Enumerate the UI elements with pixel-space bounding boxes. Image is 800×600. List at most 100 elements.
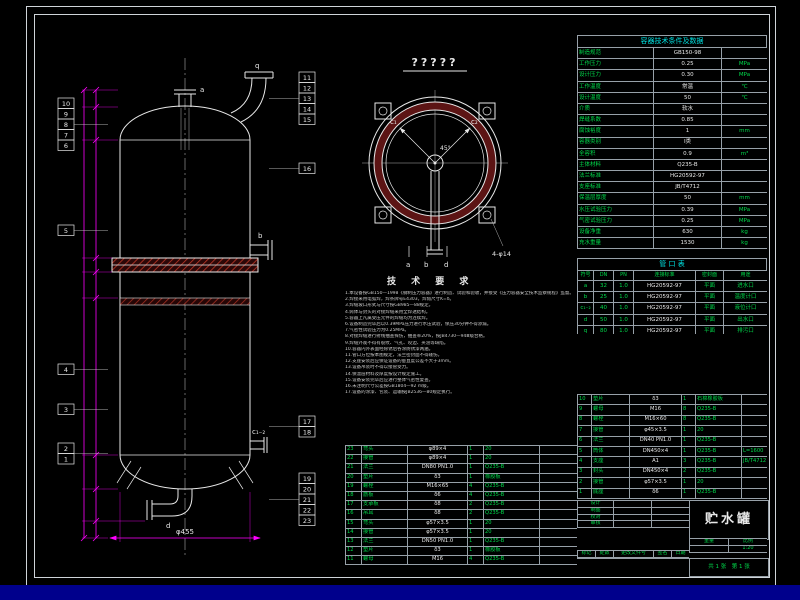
- revision-header-cell: 日期: [671, 550, 689, 558]
- cell: kg: [721, 237, 767, 250]
- cell: [741, 435, 767, 447]
- cell: 1: [467, 518, 484, 529]
- cell: [651, 500, 689, 508]
- cell: q: [577, 324, 594, 334]
- balloon-6: 6: [64, 142, 68, 150]
- revision-header-cell: 标记: [577, 550, 596, 558]
- cell: 法兰: [361, 536, 408, 548]
- cell: [721, 46, 767, 60]
- cell: 13: [345, 536, 362, 548]
- balloon-14: 14: [303, 106, 311, 114]
- cell: 接管: [361, 527, 408, 538]
- cell: 1.0: [613, 279, 634, 293]
- label-nozzle-c12: c₁₋₂: [252, 428, 265, 436]
- cell: 接管: [361, 454, 408, 465]
- balloon-5: 5: [64, 227, 68, 235]
- tech-requirement-line: 7.气密性试验压力为0.25MPa。: [345, 328, 409, 334]
- cell: 1: [467, 454, 484, 465]
- top-view-title: ?????: [412, 56, 459, 69]
- cell: 6: [577, 435, 592, 447]
- tech-requirements-lines: 1.本设备按GB150—1998《钢制压力容器》进行制造、试验和验收，并接受《压…: [345, 291, 574, 396]
- cell: 0.30: [653, 69, 722, 82]
- revision-header-cell: 签名: [653, 550, 672, 558]
- cell: M16×65: [407, 481, 468, 492]
- cell: 0.39: [653, 203, 722, 216]
- cell: 50: [653, 91, 722, 104]
- balloon-group: 4: [57, 363, 108, 375]
- bolt-lugs: [374, 102, 496, 224]
- cell: [539, 481, 577, 492]
- cell: [741, 477, 767, 489]
- cell: 排污口: [723, 324, 767, 334]
- cell: 3: [577, 466, 592, 479]
- cell: 接管: [591, 425, 630, 437]
- top-view: ????? c₁ c₂ 45°: [362, 56, 511, 269]
- cell: 20: [483, 454, 540, 465]
- cell: 40: [593, 302, 614, 315]
- cell: 支座: [591, 456, 630, 468]
- cell: 20: [695, 425, 742, 437]
- cell: φ45×3.5: [629, 425, 682, 437]
- cell: 进水口: [723, 279, 767, 293]
- tech-requirement-line: 9.焊缝外观不得有裂纹、气孔、咬边、夹渣等缺陷。: [345, 340, 449, 346]
- cell: DN450×4: [629, 466, 682, 479]
- cell: 支承板: [361, 500, 408, 511]
- balloon-23: 23: [303, 517, 311, 525]
- cell: 1530: [653, 237, 722, 250]
- cell: 接管: [591, 477, 630, 489]
- balloon-12: 12: [303, 85, 311, 93]
- title-block-roles: 设计制图校对审核: [577, 500, 689, 550]
- cell: 法兰: [361, 463, 408, 474]
- cell: 50: [653, 192, 722, 205]
- revision-header-cell: 更改文件号: [613, 550, 654, 558]
- cell: MPa: [721, 214, 767, 228]
- balloon-3: 3: [64, 406, 68, 414]
- technical-requirements: 技 术 要 求 1.本设备按GB150—1998《钢制压力容器》进行制造、试验和…: [345, 274, 574, 396]
- cell: 1: [681, 487, 696, 499]
- cell: A1: [629, 456, 682, 468]
- cell: 出水口: [723, 313, 767, 326]
- revision-header-cell: 处数: [595, 550, 614, 558]
- cell: [721, 102, 767, 116]
- balloon-group: 21: [57, 442, 108, 465]
- cell: δ6: [629, 487, 682, 499]
- cell: 1: [467, 472, 484, 483]
- cell: 2: [467, 500, 484, 511]
- cell: 底座: [591, 487, 630, 499]
- tech-requirement-line: 17.设备的涂漆、包装、运输按JB2536—80规定执行。: [345, 390, 455, 396]
- cell: M16: [407, 555, 468, 566]
- label-nozzle-q: q: [255, 62, 259, 70]
- cell: [539, 527, 577, 538]
- cell: [613, 513, 652, 522]
- cell: [671, 556, 689, 559]
- cell: 5: [577, 445, 592, 458]
- revision-strip: 标记处数更改文件号签名日期: [577, 550, 689, 575]
- cell: 工作温度: [577, 80, 654, 93]
- cell: [539, 454, 577, 465]
- balloon-9: 9: [64, 111, 68, 119]
- cell: 1: [681, 435, 696, 447]
- cell: 1: [681, 425, 696, 437]
- cell: mm: [721, 125, 767, 138]
- cell: [539, 463, 577, 474]
- cell: HG20592-97: [633, 302, 696, 315]
- cell: M16×60: [629, 414, 682, 427]
- cell: 12: [345, 546, 362, 557]
- cell: 螺母: [591, 404, 630, 416]
- tech-requirement-line: 4.筒体与封头的对接焊缝采用全焊透结构。: [345, 309, 431, 315]
- cell: HG20592-97: [633, 324, 696, 334]
- cell: 石棉橡胶板: [695, 394, 742, 406]
- tech-requirement-line: 8.对接焊缝进行射线抽查探伤，抽查率20%，按JB4730—94Ⅲ级合格。: [345, 334, 488, 340]
- tech-requirement-line: 12.支座安装后应保证设备的垂直度公差不大于3mm。: [345, 359, 454, 365]
